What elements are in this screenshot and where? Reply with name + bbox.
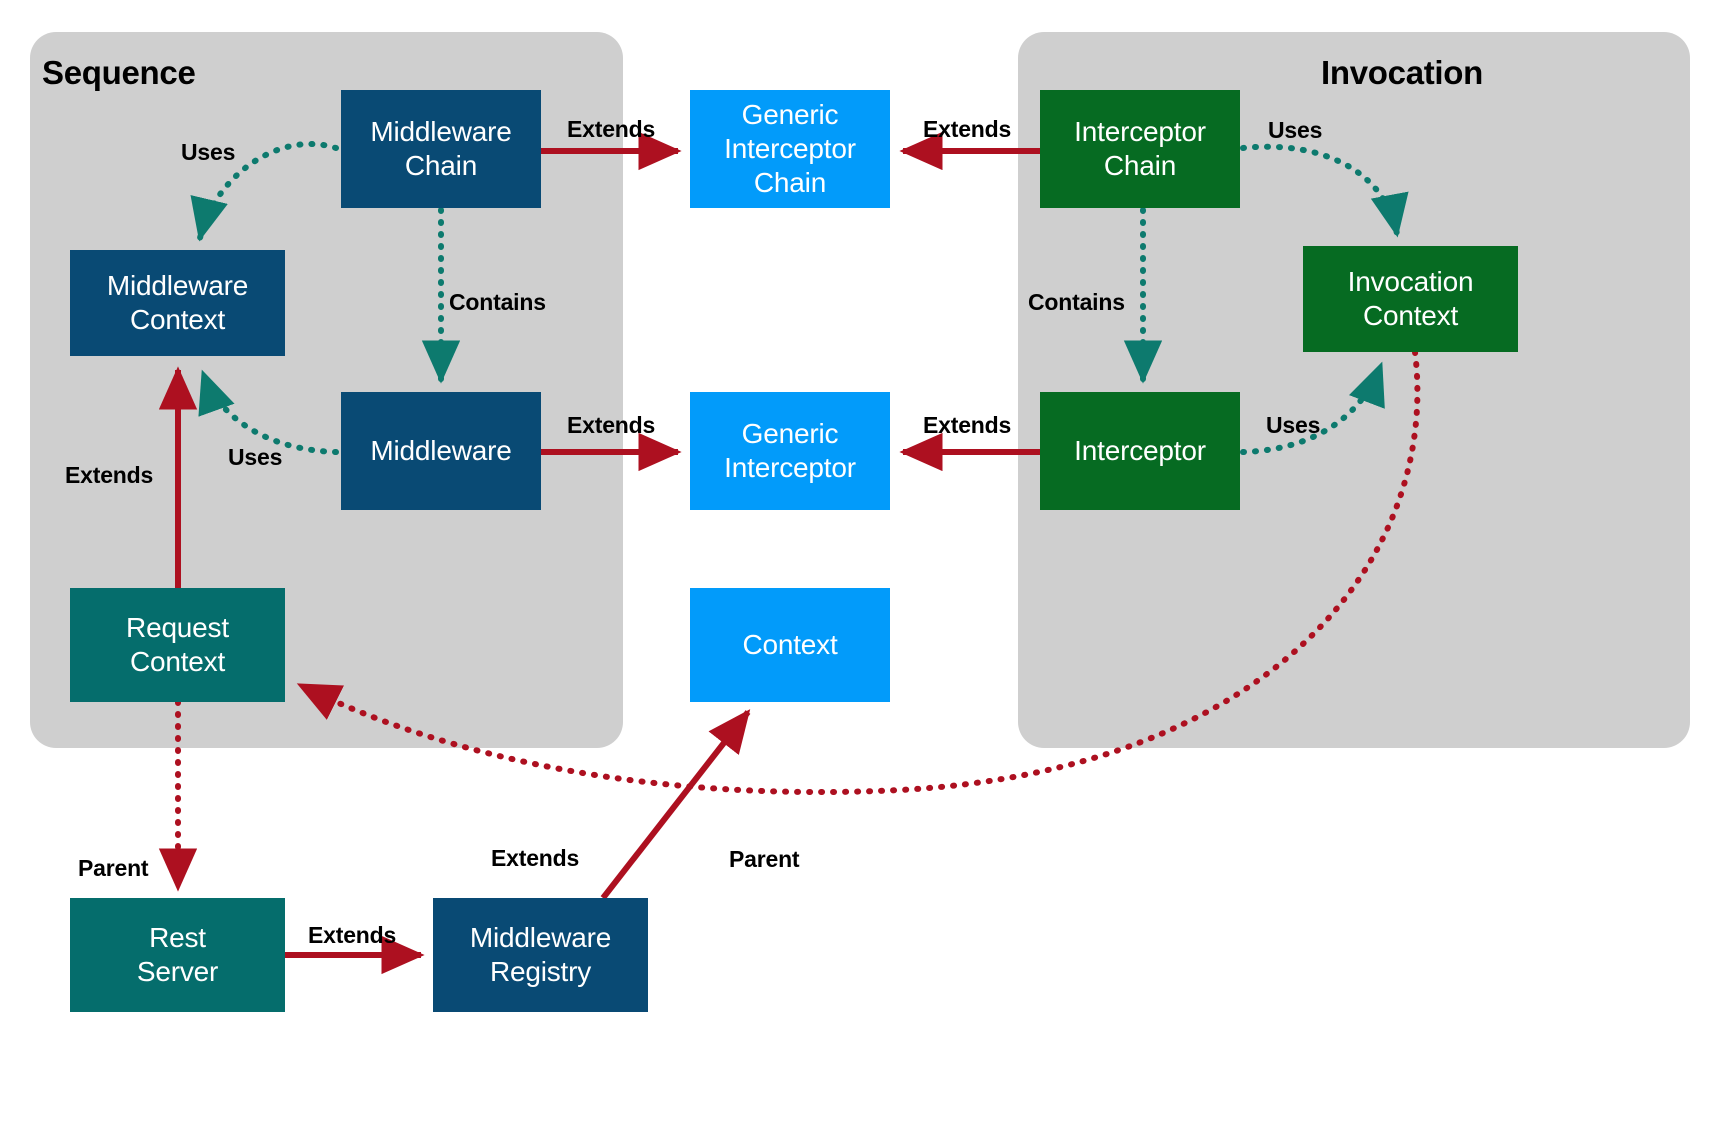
node-interceptor[interactable]: Interceptor bbox=[1040, 392, 1240, 510]
edge-label-extends-ic-gi: Extends bbox=[923, 412, 1012, 438]
edge-label-extends-mwchain-gichain: Extends bbox=[567, 116, 656, 142]
edge-label-extends-rest-registry: Extends bbox=[308, 922, 397, 948]
edge-label-contains-mwchain-mw: Contains bbox=[449, 289, 546, 315]
node-label: Middleware bbox=[370, 434, 512, 466]
group-title-invocation: Invocation bbox=[1321, 54, 1484, 91]
edge-label-uses-mw-mwcontext: Uses bbox=[228, 444, 283, 470]
edge-label-parent-reqcontext-rest: Parent bbox=[78, 855, 149, 881]
node-middleware[interactable]: Middleware bbox=[341, 392, 541, 510]
edge-label-parent-invcontext-reqcontext: Parent bbox=[729, 846, 800, 872]
edge-registry-to-context bbox=[600, 709, 751, 900]
edge-label-extends-registry-context: Extends bbox=[491, 845, 580, 871]
edge-label-extends-mw-gi: Extends bbox=[567, 412, 656, 438]
node-label: Context bbox=[742, 628, 838, 660]
edge-label-uses-mwchain-mwcontext: Uses bbox=[181, 139, 236, 165]
edge-label-contains-icchain-ic: Contains bbox=[1028, 289, 1125, 315]
edge-label-extends-icchain-gichain: Extends bbox=[923, 116, 1012, 142]
edge-label-uses-icchain-invcontext: Uses bbox=[1268, 117, 1323, 143]
group-title-sequence: Sequence bbox=[42, 54, 196, 91]
edge-label-extends-reqcontext-mwcontext: Extends bbox=[65, 462, 154, 488]
node-label: Interceptor bbox=[1074, 434, 1206, 466]
node-context[interactable]: Context bbox=[690, 588, 890, 702]
edge-label-uses-ic-invcontext: Uses bbox=[1266, 412, 1321, 438]
